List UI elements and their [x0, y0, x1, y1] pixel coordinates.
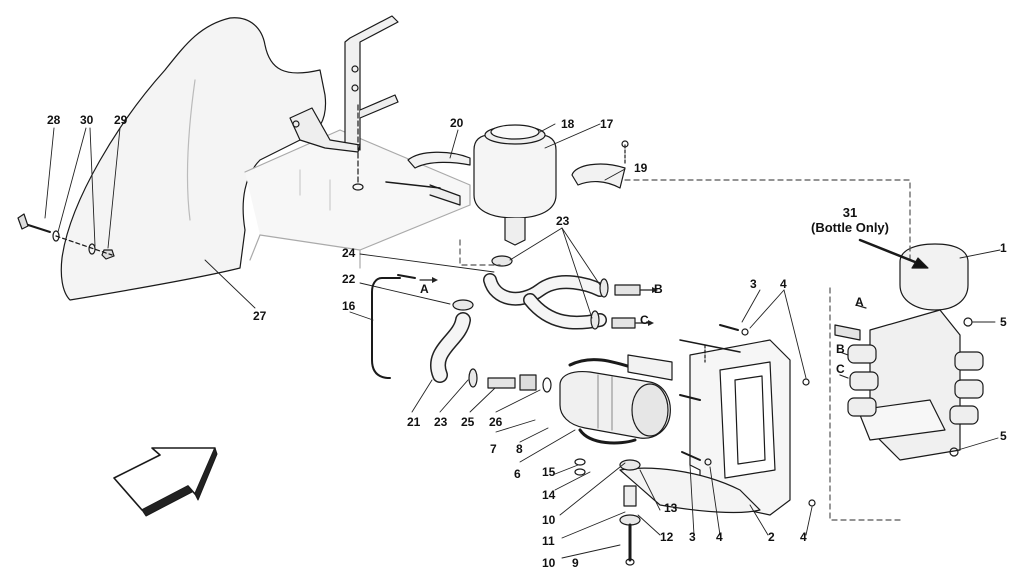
part-number-label: 4: [716, 530, 723, 544]
part-number-label: 22: [342, 272, 356, 286]
part-number-label: 4: [780, 277, 787, 291]
part-number-label: 5: [1000, 429, 1007, 443]
part-number-label: 27: [253, 309, 267, 323]
part-number-label: 29: [114, 113, 128, 127]
part-number-label: 5: [1000, 315, 1007, 329]
part-number-label: 13: [664, 501, 678, 515]
fluid-reservoir: [473, 134, 557, 219]
part-number-label: 23: [556, 214, 570, 228]
accumulator-bottle: [899, 243, 969, 311]
part-number-label: B: [836, 342, 845, 356]
part-number-label: 1: [1000, 241, 1007, 255]
part-number-label: 8: [516, 442, 523, 456]
part-number-label: 26: [489, 415, 503, 429]
part-number-label: 3: [689, 530, 696, 544]
part-number-label: 30: [80, 113, 94, 127]
part-number-label: 20: [450, 116, 464, 130]
part-number-label: 15: [542, 465, 556, 479]
callout-text: (Bottle Only): [811, 220, 889, 235]
part-number-label: C: [836, 362, 845, 376]
part-number-label: 4: [800, 530, 807, 544]
part-number-label: 19: [634, 161, 648, 175]
pipe-line: [371, 277, 401, 379]
part-number-label: 21: [407, 415, 421, 429]
part-number-label: 2: [768, 530, 775, 544]
part-number-label: 18: [561, 117, 575, 131]
part-number-label: B: [654, 282, 663, 296]
part-number-label: 10: [542, 556, 556, 570]
part-number-label: 7: [490, 442, 497, 456]
part-number-label: 3: [750, 277, 757, 291]
part-number-label: A: [855, 295, 864, 309]
part-number-label: 12: [660, 530, 674, 544]
part-number-label: C: [640, 313, 649, 327]
part-number-label: 14: [542, 488, 556, 502]
part-number-label: 10: [542, 513, 556, 527]
part-number-label: 24: [342, 246, 356, 260]
mounting-bracket: [344, 15, 399, 151]
part-number-label: A: [420, 282, 429, 296]
part-number-label: 6: [514, 467, 521, 481]
part-number-label: 25: [461, 415, 475, 429]
callout-note: 31 (Bottle Only): [800, 205, 900, 235]
part-number-label: 11: [542, 534, 555, 548]
part-number-label: 17: [600, 117, 614, 131]
part-number-label: 28: [47, 113, 61, 127]
part-number-label: 9: [572, 556, 579, 570]
cover-panel: [60, 17, 327, 301]
part-number-label: 23: [434, 415, 448, 429]
part-number-label: 16: [342, 299, 356, 313]
callout-number: 31: [842, 205, 858, 220]
